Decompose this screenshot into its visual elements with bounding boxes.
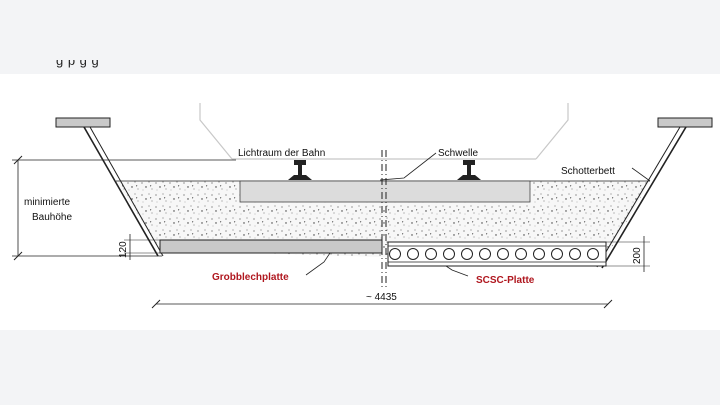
trough-wall-right xyxy=(601,126,687,269)
clearance-outline xyxy=(199,103,569,160)
label-bauhoehe-2: Bauhöhe xyxy=(32,212,72,223)
leader-grobblech xyxy=(305,252,331,276)
rail-left xyxy=(288,160,312,180)
scsc-plate xyxy=(387,241,607,267)
label-grobblech: Grobblechplatte xyxy=(212,272,289,283)
label-span: ~ 4435 xyxy=(366,292,397,303)
leader-schwelle xyxy=(379,152,437,181)
trough-wall-left xyxy=(83,126,159,257)
label-schotterbett: Schotterbett xyxy=(561,166,615,177)
leader-scsc xyxy=(445,265,469,277)
top-strip xyxy=(0,0,720,74)
leader-schotterbett xyxy=(631,167,651,182)
label-schwelle: Schwelle xyxy=(438,148,478,159)
grobblech-plate xyxy=(159,239,383,254)
support-pad-left xyxy=(55,117,111,128)
label-bauhoehe-1: minimierte xyxy=(24,197,71,208)
label-scsc: SCSC-Platte xyxy=(476,275,535,286)
label-dim-120: 120 xyxy=(118,241,129,258)
caption-text: g p g g xyxy=(56,60,100,68)
rail-right xyxy=(457,160,481,180)
label-dim-200: 200 xyxy=(632,247,643,264)
label-lichtraum: Lichtraum der Bahn xyxy=(238,148,325,159)
caption-fragment: g p g g xyxy=(56,60,386,74)
sleeper xyxy=(239,180,531,203)
support-pad-right xyxy=(657,117,713,128)
